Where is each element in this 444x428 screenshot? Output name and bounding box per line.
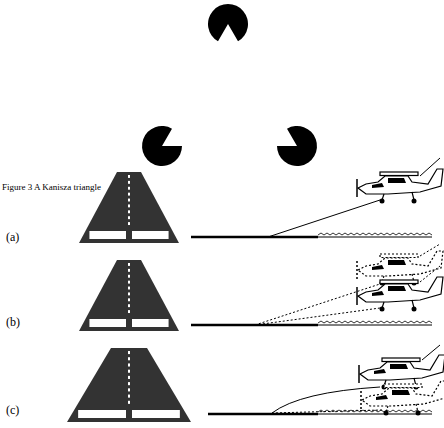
runway	[79, 260, 179, 331]
airplane	[357, 277, 443, 312]
panel-label: (b)	[6, 316, 20, 328]
runway-views	[67, 172, 191, 422]
ground-line	[208, 410, 432, 414]
runway	[67, 348, 191, 422]
panel-label: (c)	[6, 404, 19, 416]
ground-line	[191, 233, 432, 237]
pacman-inducer	[277, 126, 317, 166]
figure-caption: Figure 3 A Kanisza triangle	[2, 183, 101, 192]
panel-label: (a)	[6, 231, 19, 243]
side-views	[191, 158, 444, 416]
ground-line	[191, 321, 432, 325]
pacman-inducer	[208, 4, 248, 41]
kanizsa-inducers	[142, 4, 317, 166]
airplane	[357, 169, 443, 204]
pacman-inducer	[142, 126, 182, 166]
